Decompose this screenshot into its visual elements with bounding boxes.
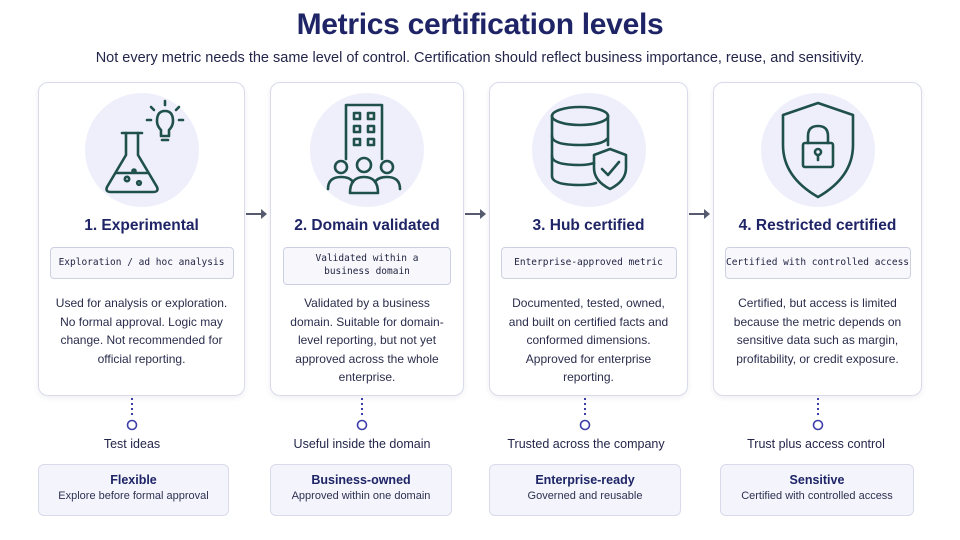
trust-label: Test ideas <box>103 437 161 451</box>
level-title: 4. Restricted certified <box>738 217 897 234</box>
level-tag: Exploration / ad hoc analysis <box>49 247 234 279</box>
database-shield-icon <box>531 93 646 207</box>
dotted-connector-icon <box>356 398 368 431</box>
badge-subtitle: Explore before formal approval <box>58 490 209 502</box>
level-card-hub-certified: 3. Hub certified Enterprise-approved met… <box>489 82 688 396</box>
dotted-connector-icon <box>579 398 591 431</box>
page-title: Metrics certification levels <box>296 8 664 41</box>
trust-label: Trusted across the company <box>507 437 665 451</box>
building-team-icon <box>310 93 424 207</box>
level-title: 2. Domain validated <box>294 217 440 234</box>
level-description: Documented, tested, owned, and built on … <box>508 296 669 384</box>
arrow-right-icon <box>246 209 267 219</box>
summary-badge-business-owned: Business-owned Approved within one domai… <box>270 464 452 516</box>
arrow-right-icon <box>689 209 710 219</box>
shield-lock-icon <box>760 93 875 207</box>
trust-label: Trust plus access control <box>747 437 885 451</box>
trust-label: Useful inside the domain <box>293 437 431 451</box>
summary-badge-enterprise-ready: Enterprise-ready Governed and reusable <box>489 464 681 516</box>
summary-badge-sensitive: Sensitive Certified with controlled acce… <box>720 464 914 516</box>
summary-badge-flexible: Flexible Explore before formal approval <box>38 464 229 516</box>
badge-subtitle: Approved within one domain <box>291 490 431 502</box>
level-card-experimental: 1. Experimental Exploration / ad hoc ana… <box>38 82 245 396</box>
level-tag: Validated within a business domain <box>283 247 451 285</box>
dotted-connector-icon <box>812 398 824 431</box>
badge-subtitle: Governed and reusable <box>527 490 643 502</box>
level-description: Validated by a business domain. Suitable… <box>290 296 444 384</box>
level-description: Used for analysis or exploration. No for… <box>55 296 228 366</box>
arrow-right-icon <box>465 209 486 219</box>
level-description: Certified, but access is limited because… <box>733 296 902 366</box>
level-title: 1. Experimental <box>84 217 199 234</box>
badge-subtitle: Certified with controlled access <box>741 490 893 502</box>
flask-lightbulb-icon <box>84 93 199 207</box>
level-title: 3. Hub certified <box>532 217 645 234</box>
badge-title: Business-owned <box>311 473 411 487</box>
level-card-restricted-certified: 4. Restricted certified Certified with c… <box>713 82 922 396</box>
badge-title: Flexible <box>110 473 157 487</box>
badge-title: Sensitive <box>789 473 845 487</box>
dotted-connector-icon <box>126 398 138 431</box>
level-card-domain-validated: 2. Domain validated Validated within a b… <box>270 82 464 396</box>
badge-title: Enterprise-ready <box>535 473 635 487</box>
level-tag: Certified with controlled access <box>724 247 911 279</box>
page-subtitle: Not every metric needs the same level of… <box>95 50 865 66</box>
level-tag: Enterprise-approved metric <box>500 247 677 279</box>
